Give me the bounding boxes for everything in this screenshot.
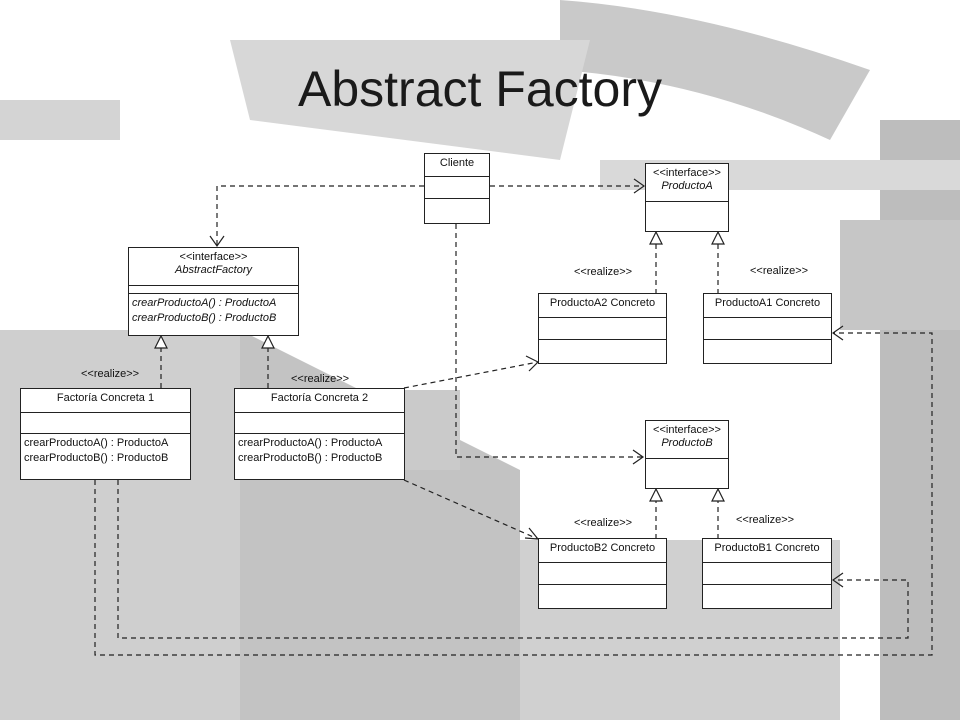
- interface-name: ProductoA: [661, 180, 713, 192]
- class-productob2-concreto: ProductoB2 Concreto: [538, 538, 667, 609]
- triangle-b2: [649, 487, 663, 502]
- class-name: ProductoB2 Concreto: [539, 539, 666, 563]
- interface-productob: <<interface>> ProductoB: [645, 420, 729, 489]
- arrowhead-abstractfactory: [209, 235, 225, 248]
- dependency-factoria2-b2: [403, 479, 539, 540]
- interface-header: <<interface>> ProductoA: [646, 164, 728, 202]
- class-attributes: [539, 318, 666, 340]
- class-name: ProductoA1 Concreto: [704, 294, 831, 318]
- realize-label-b2: <<realize>>: [574, 517, 633, 529]
- arrowhead-a1: [831, 325, 844, 341]
- arrowhead-b2: [524, 527, 540, 540]
- stereotype-label: <<interface>>: [179, 251, 248, 263]
- class-attributes: [21, 413, 190, 434]
- class-cliente: Cliente: [424, 153, 490, 224]
- interface-body: [646, 202, 728, 232]
- class-operations: [425, 199, 489, 223]
- operation: crearProductoB() : ProductoB: [132, 312, 277, 324]
- class-operations: [703, 585, 831, 609]
- class-name: Cliente: [425, 154, 489, 177]
- class-attributes: [425, 177, 489, 199]
- dependency-factoria1-b1: [117, 480, 909, 639]
- triangle-a2: [649, 230, 663, 245]
- stereotype-label: <<interface>>: [653, 424, 721, 436]
- dependency-cliente-abstractfactory: [216, 185, 424, 246]
- class-name: ProductoB1 Concreto: [703, 539, 831, 563]
- stereotype-label: <<interface>>: [653, 167, 721, 179]
- dependency-factoria1-a1: [94, 332, 933, 656]
- interface-productoa: <<interface>> ProductoA: [645, 163, 729, 232]
- class-name: Factoría Concreta 2: [235, 389, 404, 413]
- class-operations: [704, 340, 831, 364]
- class-factoria-concreta-2: Factoría Concreta 2 crearProductoA() : P…: [234, 388, 405, 480]
- dependency-factoria2-a2: [403, 361, 539, 389]
- class-productoa1-concreto: ProductoA1 Concreto: [703, 293, 832, 364]
- interface-name: ProductoB: [661, 437, 713, 449]
- interface-header: <<interface>> ProductoB: [646, 421, 728, 459]
- realize-label-a1: <<realize>>: [750, 265, 809, 277]
- triangle-a1: [711, 230, 725, 245]
- class-operations: crearProductoA() : ProductoA crearProduc…: [235, 434, 404, 468]
- operation: crearProductoB() : ProductoB: [238, 452, 383, 464]
- triangle-b1: [711, 487, 725, 502]
- operation: crearProductoA() : ProductoA: [132, 297, 277, 309]
- class-factoria-concreta-1: Factoría Concreta 1 crearProductoA() : P…: [20, 388, 191, 480]
- triangle-factoria2: [261, 334, 275, 349]
- arrowhead-b1: [831, 572, 844, 588]
- operation: crearProductoA() : ProductoA: [238, 437, 383, 449]
- class-productob1-concreto: ProductoB1 Concreto: [702, 538, 832, 609]
- interface-name: AbstractFactory: [174, 264, 253, 276]
- triangle-factoria1: [154, 334, 168, 349]
- class-attributes: [235, 413, 404, 434]
- class-operations: crearProductoA() : ProductoA crearProduc…: [21, 434, 190, 468]
- operation: crearProductoB() : ProductoB: [24, 452, 169, 464]
- interface-attributes: [129, 286, 298, 294]
- class-name: Factoría Concreta 1: [21, 389, 190, 413]
- class-operations: [539, 585, 666, 609]
- class-productoa2-concreto: ProductoA2 Concreto: [538, 293, 667, 364]
- class-attributes: [539, 563, 666, 585]
- interface-operations: crearProductoA() : ProductoA crearProduc…: [129, 294, 298, 328]
- class-attributes: [704, 318, 831, 340]
- class-attributes: [703, 563, 831, 585]
- realize-label-factoria1: <<realize>>: [81, 368, 140, 380]
- realize-label-factoria2: <<realize>>: [291, 373, 350, 385]
- page-title: Abstract Factory: [298, 61, 662, 117]
- interface-body: [646, 459, 728, 489]
- realize-label-a2: <<realize>>: [574, 266, 633, 278]
- operation: crearProductoA() : ProductoA: [24, 437, 169, 449]
- interface-header: <<interface>> AbstractFactory: [129, 248, 298, 286]
- realize-label-b1: <<realize>>: [736, 514, 795, 526]
- arrowhead-productoa: [633, 178, 646, 194]
- interface-abstractfactory: <<interface>> AbstractFactory crearProdu…: [128, 247, 299, 336]
- arrowhead-productob: [632, 449, 645, 465]
- class-name: ProductoA2 Concreto: [539, 294, 666, 318]
- class-operations: [539, 340, 666, 364]
